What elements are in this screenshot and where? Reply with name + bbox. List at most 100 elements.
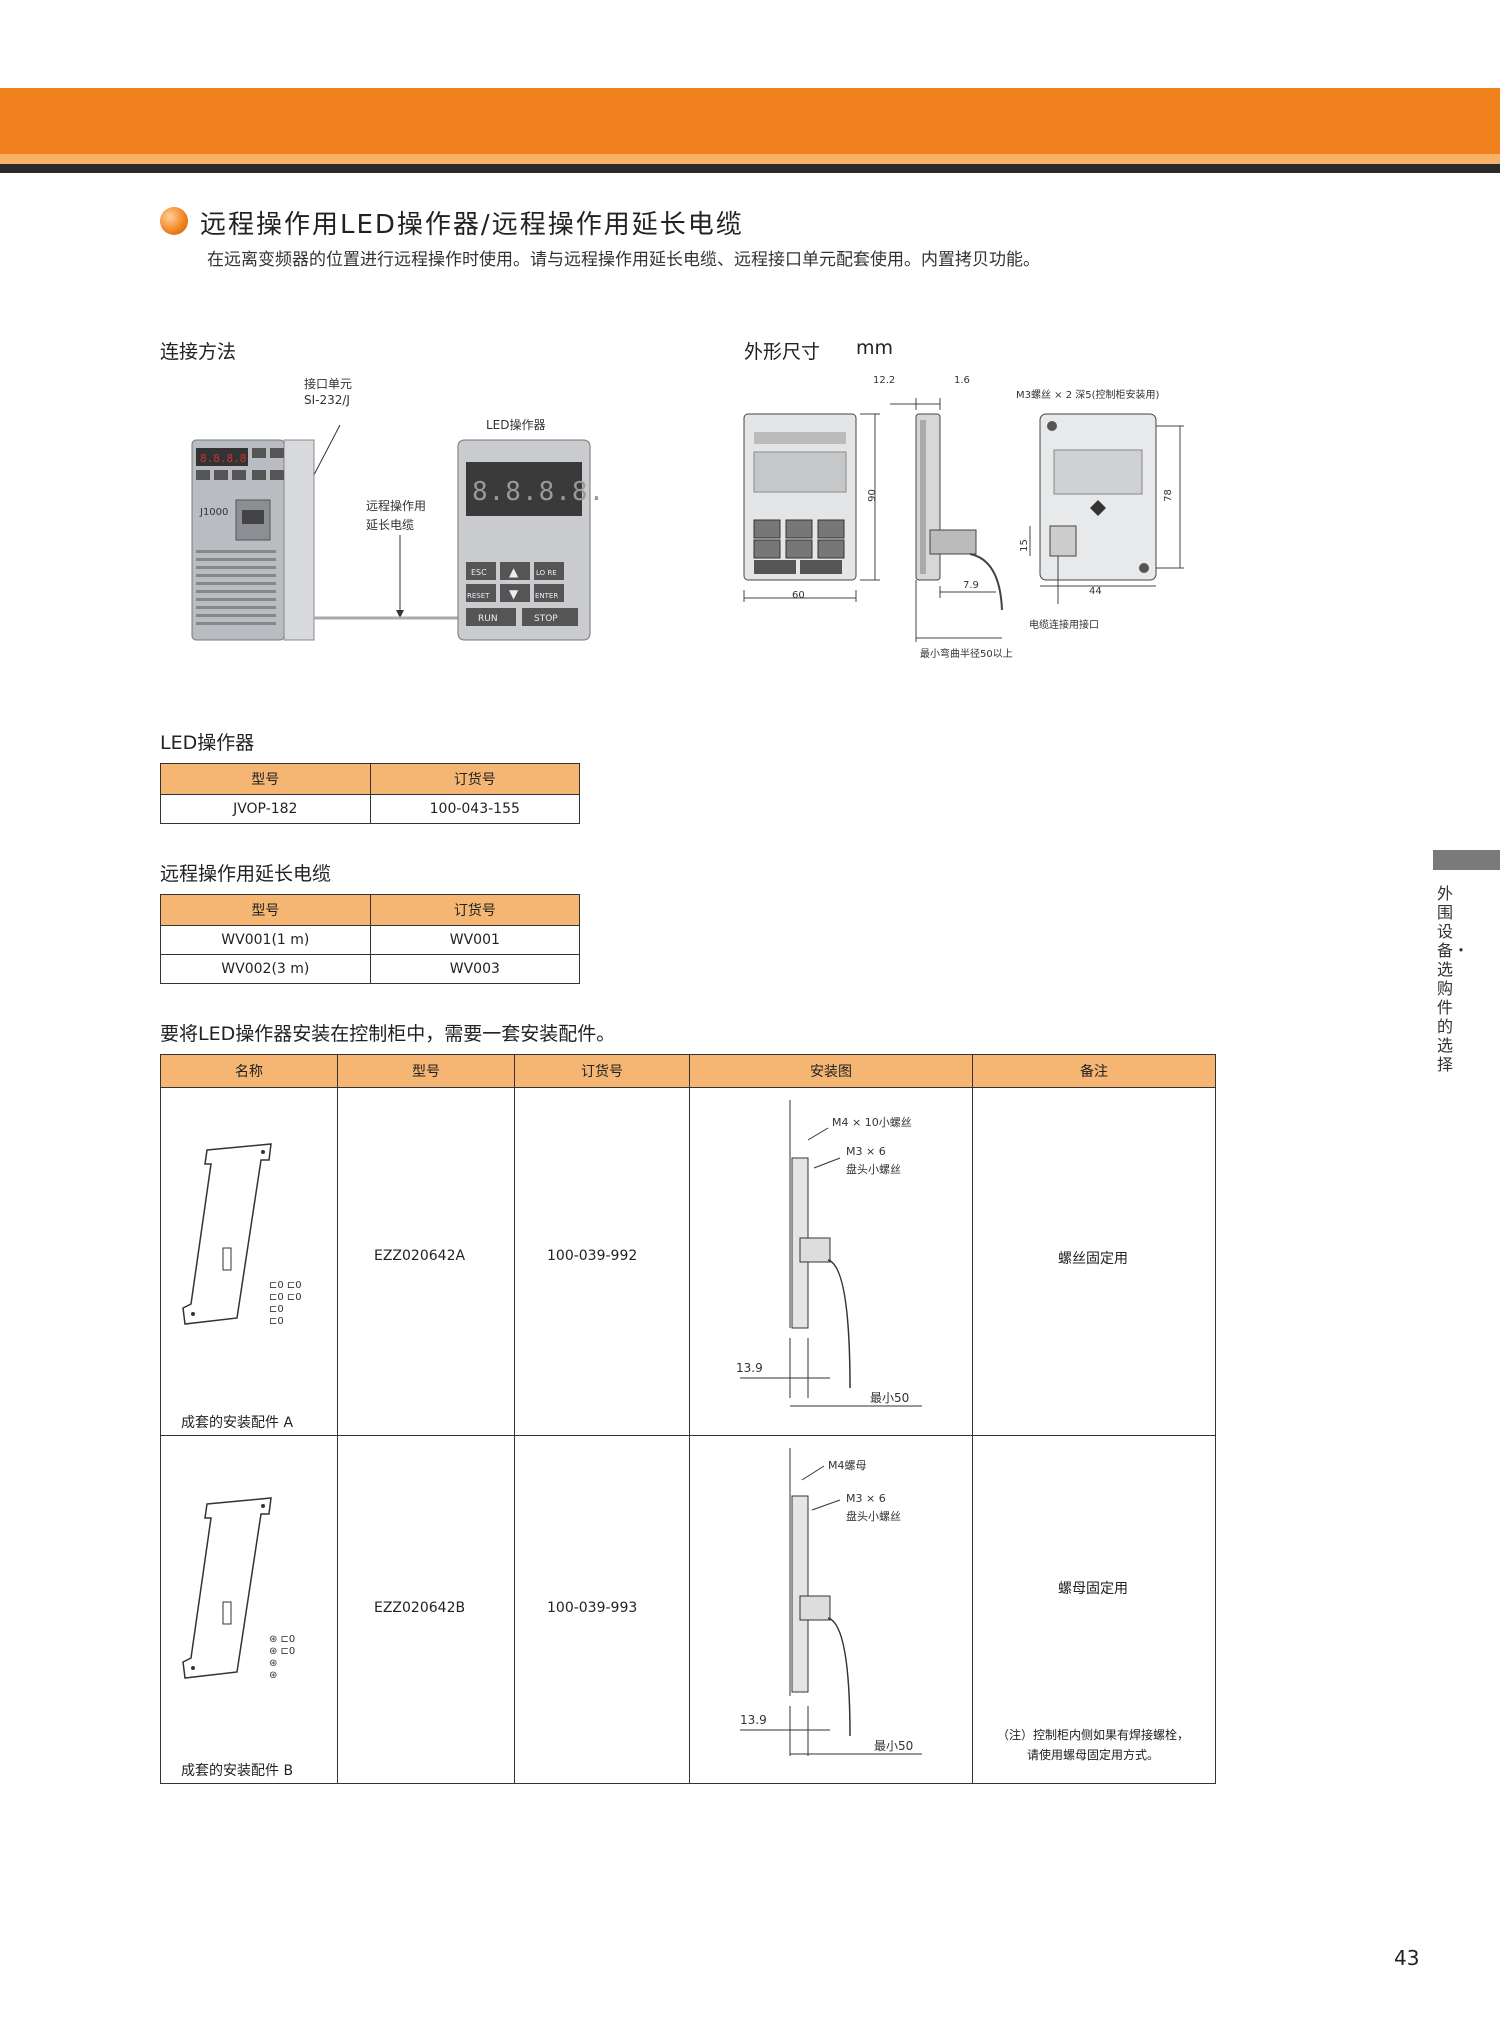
- page-subtitle: 在远离变频器的位置进行远程操作时使用。请与远程操作用延长电缆、远程接口单元配套使…: [207, 250, 1040, 270]
- header-banner: [0, 88, 1500, 154]
- kit-b-bracket-drawing: ⊛ ⊏0 ⊛ ⊏0 ⊛ ⊛: [182, 1497, 295, 1681]
- reset-key-label: RESET: [467, 592, 490, 600]
- svg-text:⊏0: ⊏0: [269, 1304, 284, 1315]
- cable-table-label: 远程操作用延长电缆: [160, 863, 332, 885]
- dim-60: 60: [792, 590, 805, 601]
- kit-a-screw1-label: M4 × 10小螺丝: [832, 1116, 912, 1129]
- cable-label-2: 延长电缆: [366, 518, 415, 532]
- led-model-cell: JVOP-182: [160, 794, 371, 824]
- cable-model-cell: WV002(3 m): [160, 954, 371, 984]
- cable-model-cell: WV001(1 m): [160, 925, 371, 955]
- svg-text:⊛: ⊛: [269, 1670, 277, 1681]
- svg-text:⊏0 ⊏0: ⊏0 ⊏0: [269, 1280, 302, 1291]
- kit-a-note-cell: 螺丝固定用: [972, 1087, 1216, 1436]
- mount-header-figure: 安装图: [689, 1054, 973, 1088]
- cable-table: 型号 订货号 WV001(1 m) WV001 WV002(3 m) WV003: [160, 894, 581, 984]
- kit-a-model-cell: EZZ020642A: [337, 1087, 515, 1436]
- kit-b-figure-cell: M4螺母 M3 × 6 盘头小螺丝 13.9 最小50: [689, 1435, 973, 1784]
- dim-1-6: 1.6: [954, 375, 970, 386]
- dimensions-unit: mm: [856, 337, 894, 359]
- cable-order-cell: WV003: [369, 954, 581, 984]
- interface-model-label: SI-232/J: [304, 393, 350, 407]
- kit-a-note: 螺丝固定用: [1058, 1251, 1128, 1267]
- kit-a-screw3-label: 盘头小螺丝: [846, 1162, 901, 1176]
- svg-text:⊏0: ⊏0: [269, 1316, 284, 1327]
- screw-note: M3螺丝 × 2 深5(控制柜安装用): [1016, 390, 1160, 401]
- svg-text:⊛ ⊏0: ⊛ ⊏0: [269, 1634, 295, 1645]
- kit-b-screw2-label: M3 × 6: [846, 1492, 886, 1505]
- mount-table-label: 要将LED操作器安装在控制柜中，需要一套安装配件。: [160, 1023, 616, 1045]
- interface-unit-label: 接口单元: [304, 377, 353, 391]
- header-stripe: [0, 154, 1500, 164]
- lo-re-key-label: LO RE: [536, 569, 557, 577]
- inverter-display-text: 8.8.8.8: [200, 452, 246, 465]
- enter-key-label: ENTER: [535, 592, 558, 600]
- kit-a-name: 成套的安装配件 A: [181, 1415, 294, 1431]
- kit-a-bracket-drawing: ⊏0 ⊏0 ⊏0 ⊏0 ⊏0 ⊏0: [182, 1143, 302, 1327]
- kit-a-screw2-label: M3 × 6: [846, 1145, 886, 1158]
- kit-b-min-label: 最小50: [874, 1739, 913, 1753]
- kit-b-note2-line1: （注）控制柜内侧如果有焊接螺栓，: [996, 1728, 1189, 1742]
- kit-b-screw3-label: 盘头小螺丝: [846, 1509, 901, 1523]
- kit-b-order: 100-039-993: [547, 1600, 638, 1616]
- inverter-name: J1000: [199, 507, 228, 518]
- led-operator-table: 型号 订货号 JVOP-182 100-043-155: [160, 763, 581, 824]
- dim-12-2: 12.2: [873, 375, 896, 386]
- operator-display-text: 8.8.8.8.8: [472, 477, 600, 507]
- section-bullet-icon: [160, 207, 188, 235]
- min-bend-label: 最小弯曲半径50以上: [920, 649, 1013, 660]
- svg-text:⊛ ⊏0: ⊛ ⊏0: [269, 1646, 295, 1657]
- side-tab: [1433, 850, 1500, 870]
- esc-key-label: ESC: [471, 568, 487, 577]
- side-tab-label: 外围设备・选购件的选择: [1437, 884, 1470, 1074]
- page-number: 43: [1394, 1946, 1420, 1970]
- kit-a-install-figure: M4 × 10小螺丝 M3 × 6 盘头小螺丝 13.9 最小50: [736, 1100, 922, 1407]
- down-arrow-icon: ▼: [509, 587, 519, 601]
- dimensions-label: 外形尺寸: [744, 341, 821, 363]
- led-operator-label: LED操作器: [486, 418, 546, 432]
- header-rule: [0, 164, 1500, 173]
- up-arrow-icon: ▲: [509, 565, 519, 579]
- mount-header-model: 型号: [337, 1054, 515, 1088]
- kit-a-min-label: 最小50: [870, 1391, 909, 1405]
- table-row: WV002(3 m) WV003: [160, 954, 581, 984]
- cable-table-header-model: 型号: [160, 894, 371, 926]
- connection-diagram: 8.8.8.8 J1000 8.8.8.8.8 ESC ▲ LO RE RESE…: [191, 424, 600, 641]
- kit-b-name: 成套的安装配件 B: [181, 1763, 294, 1779]
- cable-order-cell: WV001: [369, 925, 581, 955]
- table-row: ⊛ ⊏0 ⊛ ⊏0 ⊛ ⊛ 成套的安装配件 B EZZ020642B 100-0…: [160, 1435, 1216, 1784]
- dim-7-9: 7.9: [963, 580, 979, 591]
- kit-b-note-cell: 螺母固定用 （注）控制柜内侧如果有焊接螺栓， 请使用螺母固定用方式。: [972, 1435, 1216, 1784]
- kit-b-screw1-label: M4螺母: [828, 1459, 867, 1472]
- table-row: ⊏0 ⊏0 ⊏0 ⊏0 ⊏0 ⊏0 成套的安装配件 A EZZ020642A 1…: [160, 1087, 1216, 1436]
- kit-a-name-cell: ⊏0 ⊏0 ⊏0 ⊏0 ⊏0 ⊏0 成套的安装配件 A: [160, 1087, 338, 1436]
- cable-table-header-order: 订货号: [369, 894, 581, 926]
- kit-a-order-cell: 100-039-992: [514, 1087, 690, 1436]
- led-table-header-model: 型号: [160, 763, 371, 795]
- cable-label-1: 远程操作用: [366, 499, 427, 513]
- kit-b-name-cell: ⊛ ⊏0 ⊛ ⊏0 ⊛ ⊛ 成套的安装配件 B: [160, 1435, 338, 1784]
- kit-b-install-figure: M4螺母 M3 × 6 盘头小螺丝 13.9 最小50: [740, 1448, 922, 1756]
- connection-label: 连接方法: [160, 341, 237, 363]
- dimension-drawing: [743, 398, 1184, 642]
- led-table-label: LED操作器: [160, 732, 255, 754]
- kit-b-note: 螺母固定用: [1058, 1581, 1128, 1597]
- cable-connector-label: 电缆连接用接口: [1029, 620, 1099, 631]
- kit-b-note2-line2: 请使用螺母固定用方式。: [1026, 1748, 1159, 1762]
- mount-header-order: 订货号: [514, 1054, 690, 1088]
- table-row: WV001(1 m) WV001: [160, 925, 581, 955]
- kit-b-model-cell: EZZ020642B: [337, 1435, 515, 1784]
- svg-text:⊏0 ⊏0: ⊏0 ⊏0: [269, 1292, 302, 1303]
- kit-a-model: EZZ020642A: [374, 1248, 466, 1264]
- dim-44: 44: [1089, 586, 1102, 597]
- kit-b-model: EZZ020642B: [374, 1600, 466, 1616]
- svg-text:⊛: ⊛: [269, 1658, 277, 1669]
- kit-a-order: 100-039-992: [547, 1248, 638, 1264]
- table-row: JVOP-182 100-043-155: [160, 794, 581, 824]
- kit-b-dim-label: 13.9: [740, 1713, 767, 1727]
- page-title: 远程操作用LED操作器/远程操作用延长电缆: [200, 210, 744, 240]
- mount-kit-table: 名称 型号 订货号 安装图 备注 ⊏0 ⊏0 ⊏0 ⊏0 ⊏0 ⊏0 成套的安装…: [160, 1054, 1216, 1784]
- kit-a-figure-cell: M4 × 10小螺丝 M3 × 6 盘头小螺丝 13.9 最小50: [689, 1087, 973, 1436]
- led-table-header-order: 订货号: [369, 763, 581, 795]
- run-key-label: RUN: [478, 614, 498, 624]
